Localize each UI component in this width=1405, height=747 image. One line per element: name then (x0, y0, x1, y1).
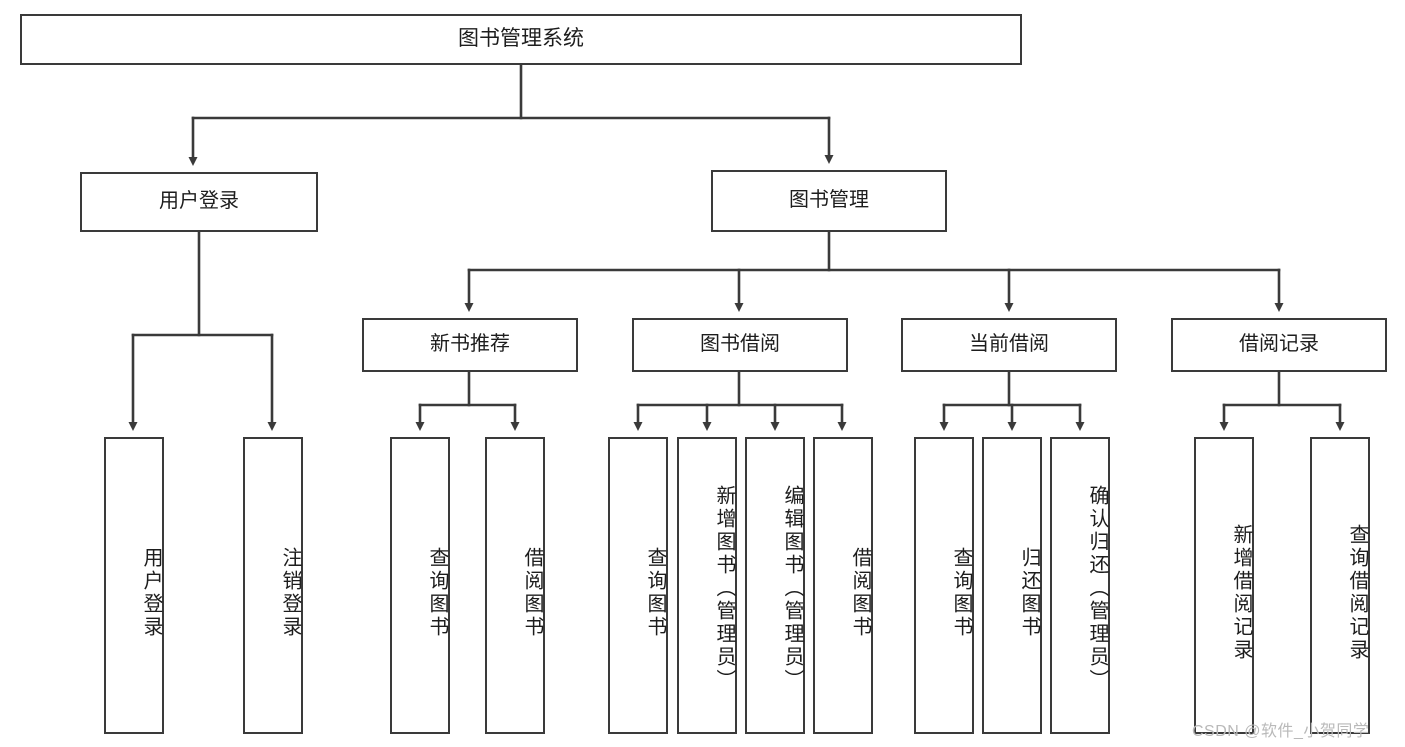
node-book-management[interactable]: 图书管理 (711, 170, 947, 232)
leaf-borrow-book-recommend[interactable]: 借阅图书 (485, 437, 545, 734)
leaf-query-book-current[interactable]: 查询图书 (914, 437, 974, 734)
leaf-return-book[interactable]: 归还图书 (982, 437, 1042, 734)
leaf-edit-book-admin[interactable]: 编辑图书（管理员） (745, 437, 805, 734)
node-user-login[interactable]: 用户登录 (80, 172, 318, 232)
leaf-add-book-admin[interactable]: 新增图书（管理员） (677, 437, 737, 734)
leaf-query-book-borrow[interactable]: 查询图书 (608, 437, 668, 734)
node-root-system[interactable]: 图书管理系统 (20, 14, 1022, 65)
leaf-query-book-recommend[interactable]: 查询图书 (390, 437, 450, 734)
leaf-add-borrow-record[interactable]: 新增借阅记录 (1194, 437, 1254, 734)
node-book-borrow[interactable]: 图书借阅 (632, 318, 848, 372)
node-new-book-recommend[interactable]: 新书推荐 (362, 318, 578, 372)
leaf-logout-login[interactable]: 注销登录 (243, 437, 303, 734)
leaf-borrow-book[interactable]: 借阅图书 (813, 437, 873, 734)
leaf-confirm-return-admin[interactable]: 确认归还（管理员） (1050, 437, 1110, 734)
node-current-borrow[interactable]: 当前借阅 (901, 318, 1117, 372)
node-borrow-record[interactable]: 借阅记录 (1171, 318, 1387, 372)
leaf-query-borrow-record[interactable]: 查询借阅记录 (1310, 437, 1370, 734)
leaf-user-login[interactable]: 用户登录 (104, 437, 164, 734)
